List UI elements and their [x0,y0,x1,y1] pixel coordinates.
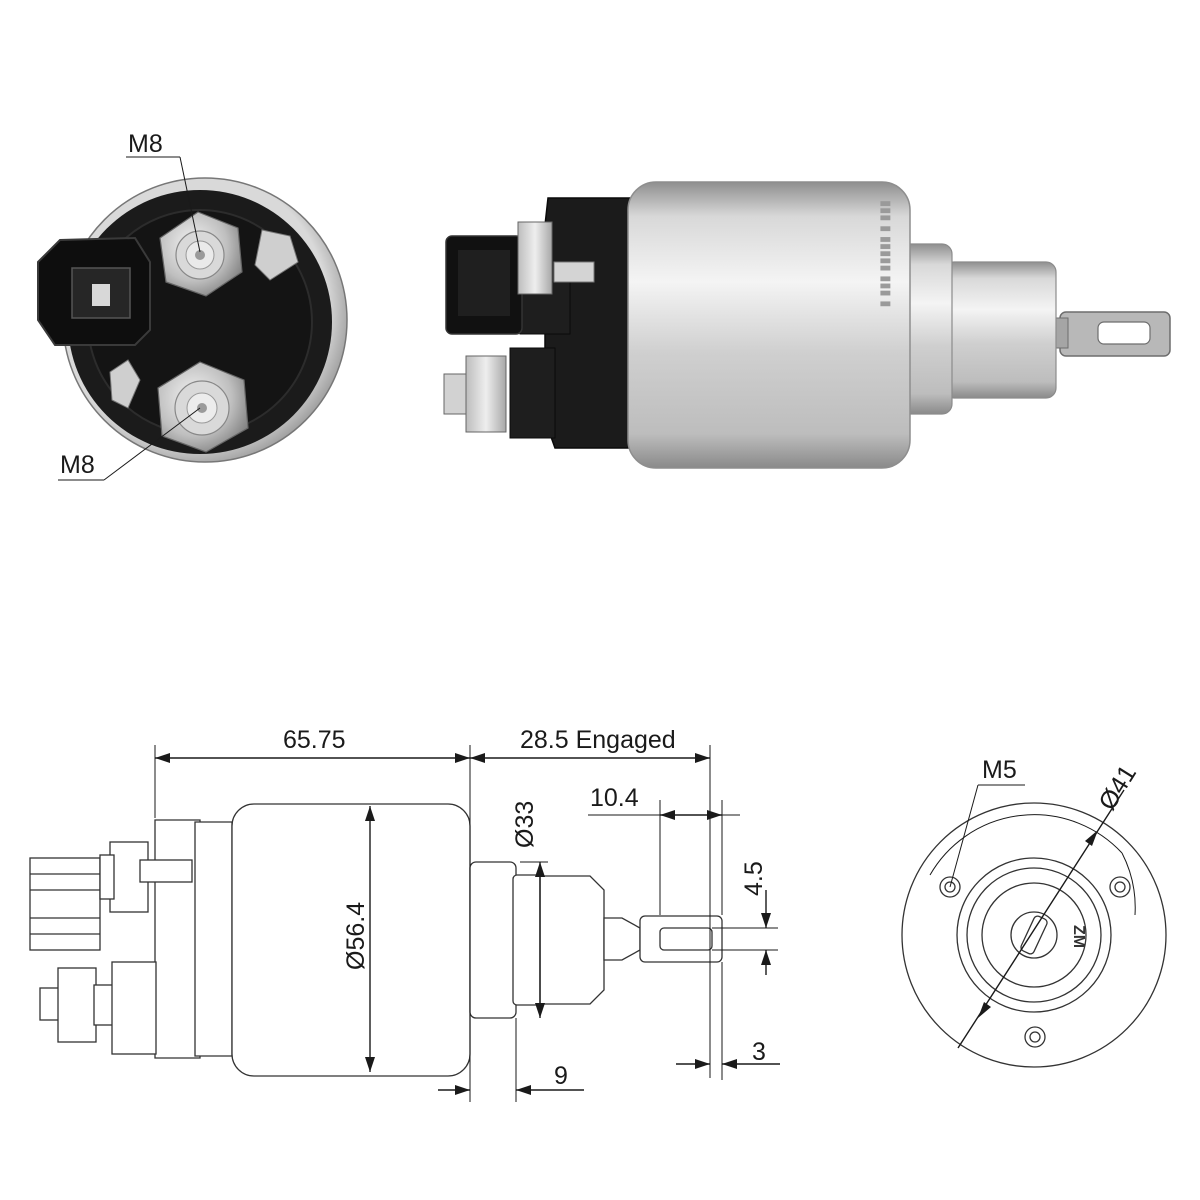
dim-eye-length: 10.4 [590,784,639,812]
plunger-stamp: ZM [1070,925,1087,948]
drawing-side-view [29,803,723,1077]
dimension-lines [154,745,780,1102]
photo-end-view [37,177,348,463]
body-stamp: ▮▮▮ ▮ ▮▮▮▮▮ ▮▮▮ ▮ [879,200,894,307]
photo-side-view: ▮▮▮ ▮ ▮▮▮▮▮ ▮▮▮ ▮ [443,181,1171,469]
drawing-end-view [901,784,1167,1068]
dim-eye-offset: 3 [752,1038,766,1066]
label-bottom-m8: M8 [60,451,95,479]
dim-eye-height: 4.5 [740,861,768,896]
dim-flange-thickness: 9 [554,1062,568,1090]
photo-leader-top [126,156,201,253]
dim-body-diameter: Ø56.4 [342,902,370,970]
dim-body-length: 65.75 [283,726,346,754]
photo-leader-bottom [58,407,201,481]
label-mount-hole: M5 [982,756,1017,784]
dim-nose-diameter: Ø33 [511,801,539,848]
label-top-m8: M8 [128,130,163,158]
label-bolt-circle: Ø41 [1093,760,1142,815]
dim-engaged-travel: 28.5 Engaged [520,726,676,754]
